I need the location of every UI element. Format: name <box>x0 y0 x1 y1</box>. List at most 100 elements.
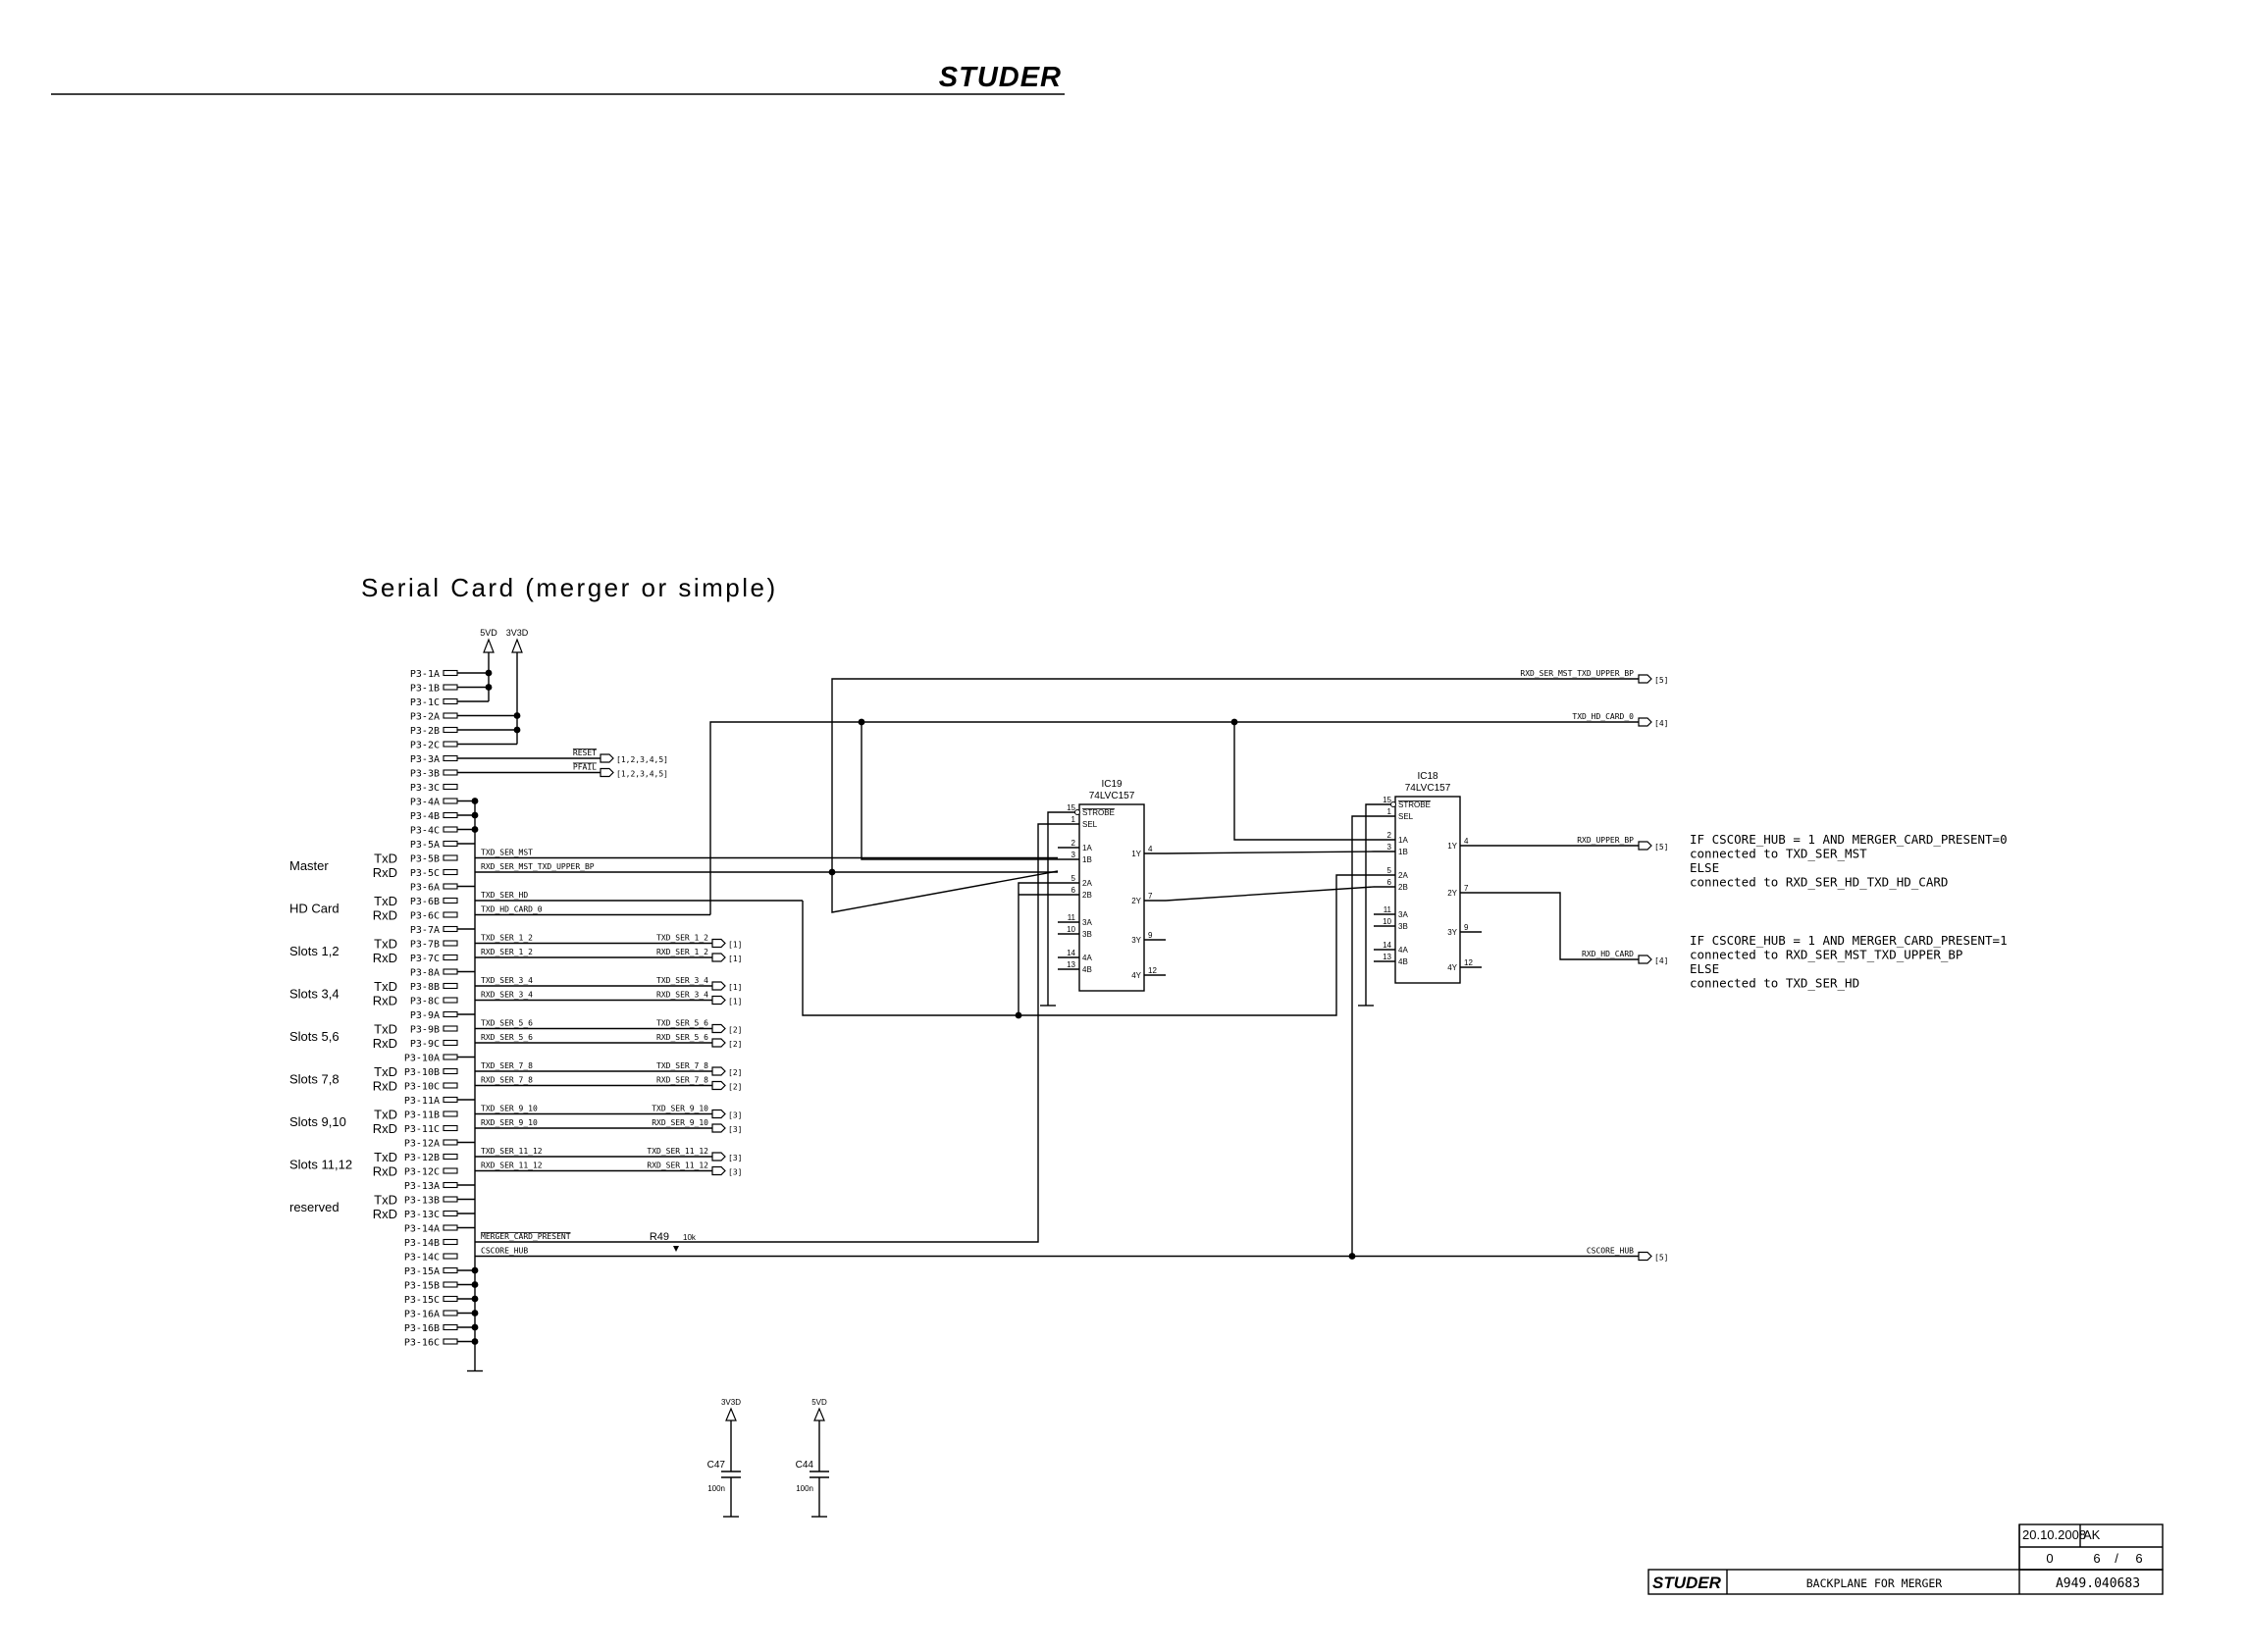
connector-pin <box>443 726 458 734</box>
txd-label: TxD <box>374 1064 397 1079</box>
net-label: CSCORE_HUB <box>481 1247 528 1256</box>
title-logo: STUDER <box>1652 1574 1722 1592</box>
net-label: RXD_SER_5_6 <box>481 1033 533 1042</box>
connector-pin-label: P3-7B <box>410 940 440 951</box>
rxd-label: RxD <box>373 1079 397 1094</box>
connector-pin <box>443 1124 458 1132</box>
ic18-pin-name: 2B <box>1398 883 1408 892</box>
cap-value: 100n <box>796 1484 813 1493</box>
wire <box>1482 892 1639 960</box>
wire <box>861 722 1058 860</box>
ic19-pin-name: 3B <box>1082 930 1092 939</box>
wire <box>831 678 1639 872</box>
connector-pin-label: P3-7C <box>410 954 440 964</box>
connector-pin <box>443 1110 458 1117</box>
connector-pin-label: P3-16A <box>404 1310 440 1320</box>
junction-dot <box>1230 718 1238 726</box>
port-ref: [2] <box>728 1083 742 1092</box>
connector-pin-label: P3-11A <box>404 1096 440 1107</box>
txd-label: TxD <box>374 1022 397 1037</box>
power-arrow <box>483 638 495 653</box>
slot-port <box>711 1023 726 1034</box>
connector-pin <box>443 840 458 848</box>
connector-pin-label: P3-5C <box>410 868 440 879</box>
connector-pin-label: P3-14C <box>404 1253 440 1264</box>
ic18-pin-name: 1B <box>1398 848 1408 856</box>
net-label: TXD_SER_1_2 <box>481 934 533 943</box>
ic18-pin-num: 4 <box>1464 837 1469 846</box>
labels: P3-1AP3-1BP3-1CP3-2AP3-2BP3-2CP3-3AP3-3B… <box>289 628 2143 1592</box>
connector-pin <box>443 1067 458 1075</box>
connector-pin <box>443 911 458 918</box>
connector-pin <box>443 1281 458 1288</box>
ic19-pin-num: 3 <box>1071 851 1076 859</box>
connector-pin-label: P3-1C <box>410 697 440 708</box>
offsheet-name: RXD_HD_CARD <box>1582 950 1634 958</box>
ic19-pin-name: 2Y <box>1131 897 1141 905</box>
connector-pin-label: P3-9A <box>410 1010 440 1021</box>
connector-pin-label: P3-1B <box>410 684 440 695</box>
title-text: BACKPLANE FOR MERGER <box>1806 1576 1943 1590</box>
rxd-label: RxD <box>373 865 397 880</box>
net-label: RXD_SER_3_4 <box>481 991 533 1000</box>
port-ref: [1] <box>728 941 742 950</box>
txd-label: TxD <box>374 979 397 994</box>
note-line: connected to TXD_SER_HD <box>1690 976 1859 991</box>
wire <box>709 721 1639 915</box>
ic18-pin-num: 15 <box>1383 796 1391 804</box>
port-ref: [2] <box>728 1026 742 1035</box>
connector-pin-label: P3-13B <box>404 1196 440 1207</box>
connector-pin-label: P3-4A <box>410 798 440 808</box>
group-label: reserved <box>289 1200 340 1214</box>
net-label: TXD_SER_9_10 <box>481 1105 538 1113</box>
ic19-pin-name: 3A <box>1082 918 1092 927</box>
connector-pin-label: P3-8B <box>410 982 440 993</box>
ic19-pin-num: 10 <box>1067 925 1075 934</box>
ic19-pin-num: 7 <box>1148 892 1153 901</box>
power-arrow <box>511 638 523 653</box>
ic19-pin-name: 1A <box>1082 844 1092 852</box>
junction-dot <box>513 726 521 734</box>
ic19-pin-num: 11 <box>1068 913 1076 922</box>
group-label: Slots 11,12 <box>289 1157 352 1171</box>
net-label: TXD_HD_CARD_0 <box>481 905 543 914</box>
wire <box>1233 722 1374 841</box>
note-line: ELSE <box>1690 961 1719 976</box>
connector-pin <box>443 669 458 677</box>
ic19-pin-name: 4A <box>1082 954 1092 962</box>
junction-dot <box>471 811 479 819</box>
ic18-body <box>1394 796 1461 984</box>
net-label: RXD_SER_1_2 <box>656 948 708 956</box>
rxd-label: RxD <box>373 1207 397 1221</box>
connector-pin <box>443 1039 458 1047</box>
rxd-label: RxD <box>373 908 397 923</box>
ic19-part: 74LVC157 <box>1089 791 1135 801</box>
cap-ref: C47 <box>707 1460 726 1471</box>
junction-dot <box>858 718 865 726</box>
wire <box>1365 803 1374 1006</box>
port-ref: [3] <box>728 1168 742 1177</box>
net-label: TXD_SER_9_10 <box>652 1105 708 1113</box>
ic18-part: 74LVC157 <box>1405 783 1451 794</box>
connector-pin <box>443 1295 458 1303</box>
group-label: HD Card <box>289 901 340 915</box>
connector-pin-label: P3-14A <box>404 1224 440 1235</box>
connector-pin <box>443 1310 458 1316</box>
net-label: TXD_SER_3_4 <box>481 976 533 985</box>
connector-pin-label: P3-12B <box>404 1153 440 1163</box>
ic19-pin-num: 4 <box>1148 845 1153 853</box>
connector-pin <box>443 968 458 975</box>
net-label: TXD_SER_MST <box>481 849 533 857</box>
ic18-inv-bubble <box>1390 801 1396 807</box>
ic18-pin-name: 1A <box>1398 836 1408 845</box>
wire <box>831 870 1059 913</box>
ctrl-port-ref: [1,2,3,4,5] <box>616 755 668 764</box>
ic19-ref: IC19 <box>1101 779 1123 790</box>
slot-port <box>711 1080 726 1091</box>
cap-power-arrow <box>725 1407 737 1421</box>
connector-pin-label: P3-2C <box>410 741 440 751</box>
junction-dot <box>828 868 836 876</box>
junction-dot <box>485 669 493 677</box>
ic18-pin-num: 1 <box>1387 807 1392 816</box>
connector-pin <box>443 754 458 762</box>
